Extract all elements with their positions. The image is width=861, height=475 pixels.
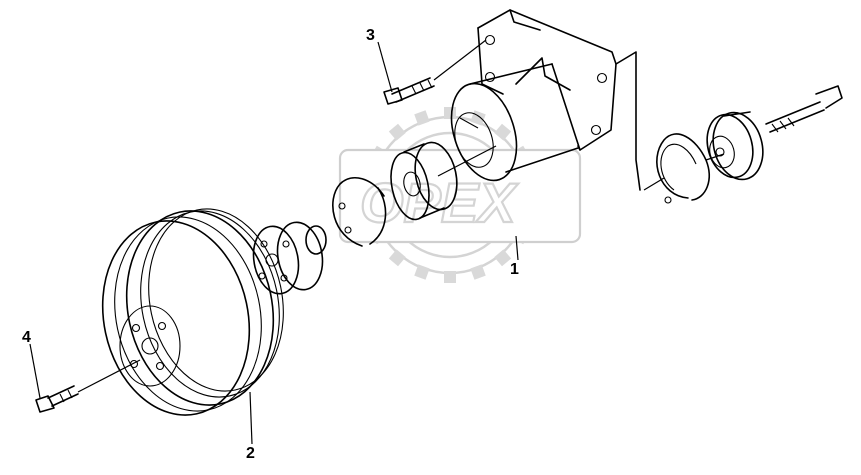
gear-tooth [388,123,406,141]
gear-tooth [444,107,456,119]
gear-tooth [414,264,430,280]
bolt-right [765,85,843,133]
bolt-part-3 [383,77,435,105]
gear-tooth [494,249,512,267]
callout-4: 4 [22,329,31,346]
hub [252,221,327,295]
bolt-part-4 [35,385,79,413]
callout-1: 1 [510,261,519,278]
gear-tooth [444,271,456,283]
seal-disc-right [706,111,764,181]
housing-part-1 [450,9,641,191]
retaining-ring-right [656,133,710,204]
pulley-part-2 [101,208,284,416]
gear-tooth [414,110,430,126]
gear-tooth [388,249,406,267]
axis-lines [77,39,725,393]
gear-tooth [494,123,512,141]
callout-3: 3 [366,27,375,44]
retaining-ring-left [332,176,387,247]
gear-tooth [470,264,486,280]
bearing-sleeve [390,141,458,221]
callout-leaders [29,41,519,445]
callout-2: 2 [246,445,255,462]
watermark-gear-logo: OPEX [338,107,582,283]
